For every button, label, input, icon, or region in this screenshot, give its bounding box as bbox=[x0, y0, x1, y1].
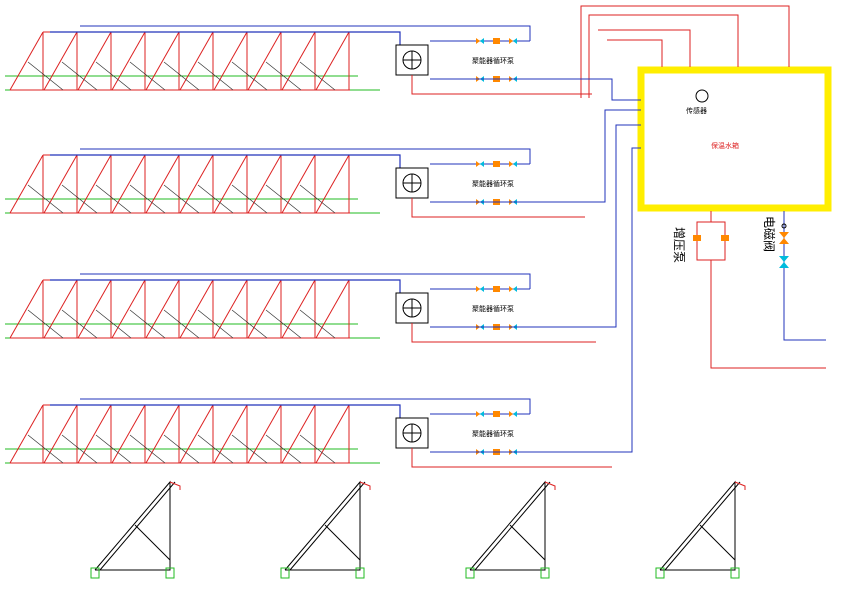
valve-group bbox=[430, 161, 530, 167]
valve-group bbox=[430, 286, 530, 292]
tank-label: 保温水箱 bbox=[711, 141, 739, 150]
side-view-collector bbox=[280, 480, 371, 579]
collector-row: 聚能器循环泵 bbox=[5, 109, 641, 218]
insulated-water-tank bbox=[637, 66, 832, 212]
collector-braces bbox=[27, 434, 336, 464]
circulation-pump bbox=[395, 292, 429, 324]
collector-braces bbox=[27, 309, 336, 339]
valve-group bbox=[430, 411, 530, 417]
collector-frame bbox=[9, 404, 350, 464]
pump-label: 聚能器循环泵 bbox=[472, 304, 514, 313]
collector-frame bbox=[9, 279, 350, 339]
collector-row: 聚能器循环泵 bbox=[5, 124, 641, 343]
circulation-pump bbox=[395, 44, 429, 76]
pump-label: 聚能器循环泵 bbox=[472, 429, 514, 438]
valve-group bbox=[430, 38, 530, 44]
collector-frame bbox=[9, 31, 350, 91]
circulation-pump bbox=[395, 167, 429, 199]
side-view-collector bbox=[655, 480, 746, 579]
solenoid-valve-label: 电磁阀 bbox=[762, 216, 777, 252]
booster-pump-label: 增压泵 bbox=[672, 227, 686, 263]
collector-row: 聚能器循环泵 bbox=[5, 147, 641, 468]
booster-pump bbox=[693, 211, 826, 369]
circulation-pump bbox=[395, 417, 429, 449]
collector-frame bbox=[9, 154, 350, 214]
collector-braces bbox=[27, 184, 336, 214]
collector-braces bbox=[27, 61, 336, 91]
collector-row: 聚能器循环泵 bbox=[5, 25, 641, 101]
temperature-sensor-icon bbox=[695, 89, 709, 103]
pump-label: 聚能器循环泵 bbox=[472, 179, 514, 188]
sensor-label: 传感器 bbox=[686, 106, 707, 115]
pump-label: 聚能器循环泵 bbox=[472, 56, 514, 65]
solenoid-valve bbox=[779, 211, 826, 341]
side-view-collector bbox=[90, 480, 181, 579]
side-view-collector bbox=[465, 480, 556, 579]
tank-top-pipes bbox=[580, 5, 790, 98]
